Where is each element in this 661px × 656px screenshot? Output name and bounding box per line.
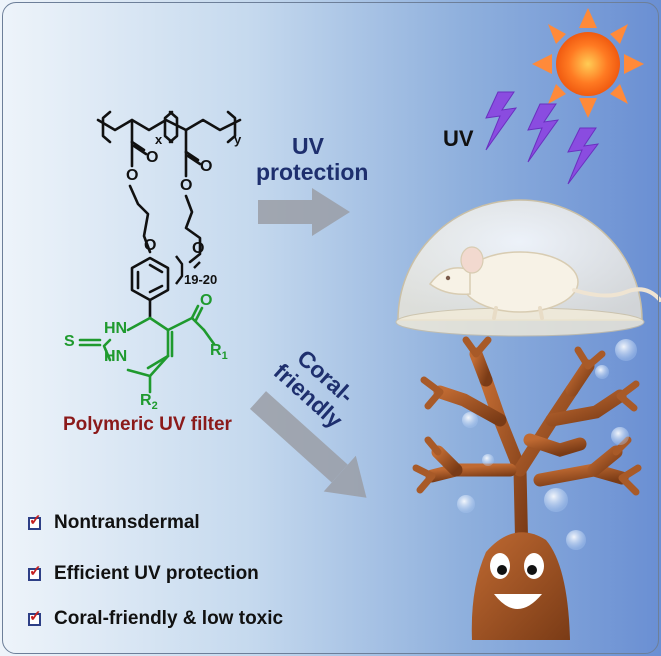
uv-protection-label: UV protection <box>256 133 369 185</box>
feature-coral-friendly: ✓ Coral-friendly & low toxic <box>28 607 284 629</box>
bracket-right-y <box>226 110 237 144</box>
atom-o-peg: O <box>192 240 205 257</box>
mouse-under-dome-icon <box>395 199 661 337</box>
atom-hn-top: HN <box>104 320 128 337</box>
sun-icon <box>532 8 644 118</box>
coral-smile <box>494 594 542 609</box>
backbone-chain <box>96 118 242 132</box>
r2-label: R2 <box>140 392 158 413</box>
bubble-icon <box>457 339 637 550</box>
atom-o-ether: O <box>144 237 157 254</box>
atom-o-ester-x: O <box>126 167 139 184</box>
feature-nontransdermal: ✓ Nontransdermal <box>28 511 200 533</box>
peg-repeat-label: 19-20 <box>184 272 218 287</box>
atom-o-ester-y: O <box>180 177 193 194</box>
r1-label: R1 <box>210 342 228 363</box>
mouse-tail <box>572 287 661 302</box>
checkbox-checked-icon: ✓ <box>28 511 42 530</box>
atom-s: S <box>64 333 75 350</box>
smiling-coral-icon <box>412 336 642 640</box>
subscript-y: y <box>234 132 242 147</box>
subscript-x: x <box>155 132 163 147</box>
feature-efficient-uv-protection: ✓ Efficient UV protection <box>28 562 259 584</box>
atom-o-ketone: O <box>200 292 213 309</box>
mouse-ear <box>460 246 484 274</box>
arrow-to-coral <box>249 391 367 498</box>
polymer-structure <box>96 110 242 320</box>
bracket-left-x <box>101 110 112 144</box>
checkbox-checked-icon: ✓ <box>28 607 42 626</box>
atom-o-carbonyl-x: O <box>146 149 159 166</box>
checkbox-checked-icon: ✓ <box>28 562 42 581</box>
coral-trunk <box>471 532 570 640</box>
mouse-head <box>428 267 471 296</box>
lightning-bolt-icon <box>485 91 600 185</box>
arrow-to-mouse <box>258 188 350 236</box>
mouse-eye <box>445 275 451 281</box>
bracket-right-x <box>168 110 179 144</box>
peg-bracket <box>175 255 184 285</box>
chromophore-structure <box>78 304 216 394</box>
atom-o-carbonyl-y: O <box>200 158 213 175</box>
uv-label: UV <box>443 126 474 151</box>
atom-hn-bottom: HN <box>104 348 128 365</box>
bracket-left-y <box>163 110 174 144</box>
polymeric-uv-filter-title: Polymeric UV filter <box>63 414 232 435</box>
